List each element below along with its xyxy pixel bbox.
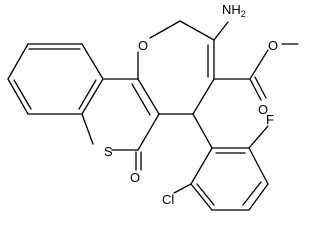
bond: [249, 49, 269, 80]
sulfur-label: S: [104, 144, 113, 159]
bond: [248, 125, 269, 149]
bond: [81, 113, 94, 145]
ester-ether-oxygen-label: O: [268, 38, 278, 53]
bond: [213, 21, 229, 41]
lactone-oxygen-label: O: [130, 170, 140, 185]
bond: [131, 83, 151, 116]
bond: [190, 147, 213, 185]
ring-oxygen-label: O: [138, 38, 148, 53]
molecule-drawing: NH2 O O O S O F Cl: [7, 2, 299, 211]
bond: [13, 79, 32, 110]
bond: [7, 78, 29, 115]
bond: [248, 147, 269, 185]
chlorine-label: Cl: [162, 192, 174, 207]
bond: [137, 78, 160, 115]
structure-svg: NH2 O O O S O F Cl: [7, 2, 299, 211]
bond: [192, 113, 213, 149]
fluorine-label: F: [266, 112, 274, 127]
bond: [81, 43, 104, 80]
bond: [179, 20, 215, 41]
bond: [242, 181, 262, 206]
bond: [7, 43, 29, 80]
ester-carbonyl-oxygen-label: O: [258, 102, 268, 117]
bond: [149, 20, 181, 39]
bond: [173, 183, 192, 194]
bond: [192, 78, 215, 115]
bond: [196, 183, 215, 206]
bond: [254, 76, 267, 99]
bond: [137, 113, 160, 151]
bond: [249, 78, 262, 101]
bond: [78, 79, 97, 110]
bond: [248, 183, 269, 211]
bond: [81, 78, 104, 115]
bond: [190, 183, 213, 211]
bonds: [7, 20, 299, 211]
amino-label: NH2: [222, 2, 246, 19]
